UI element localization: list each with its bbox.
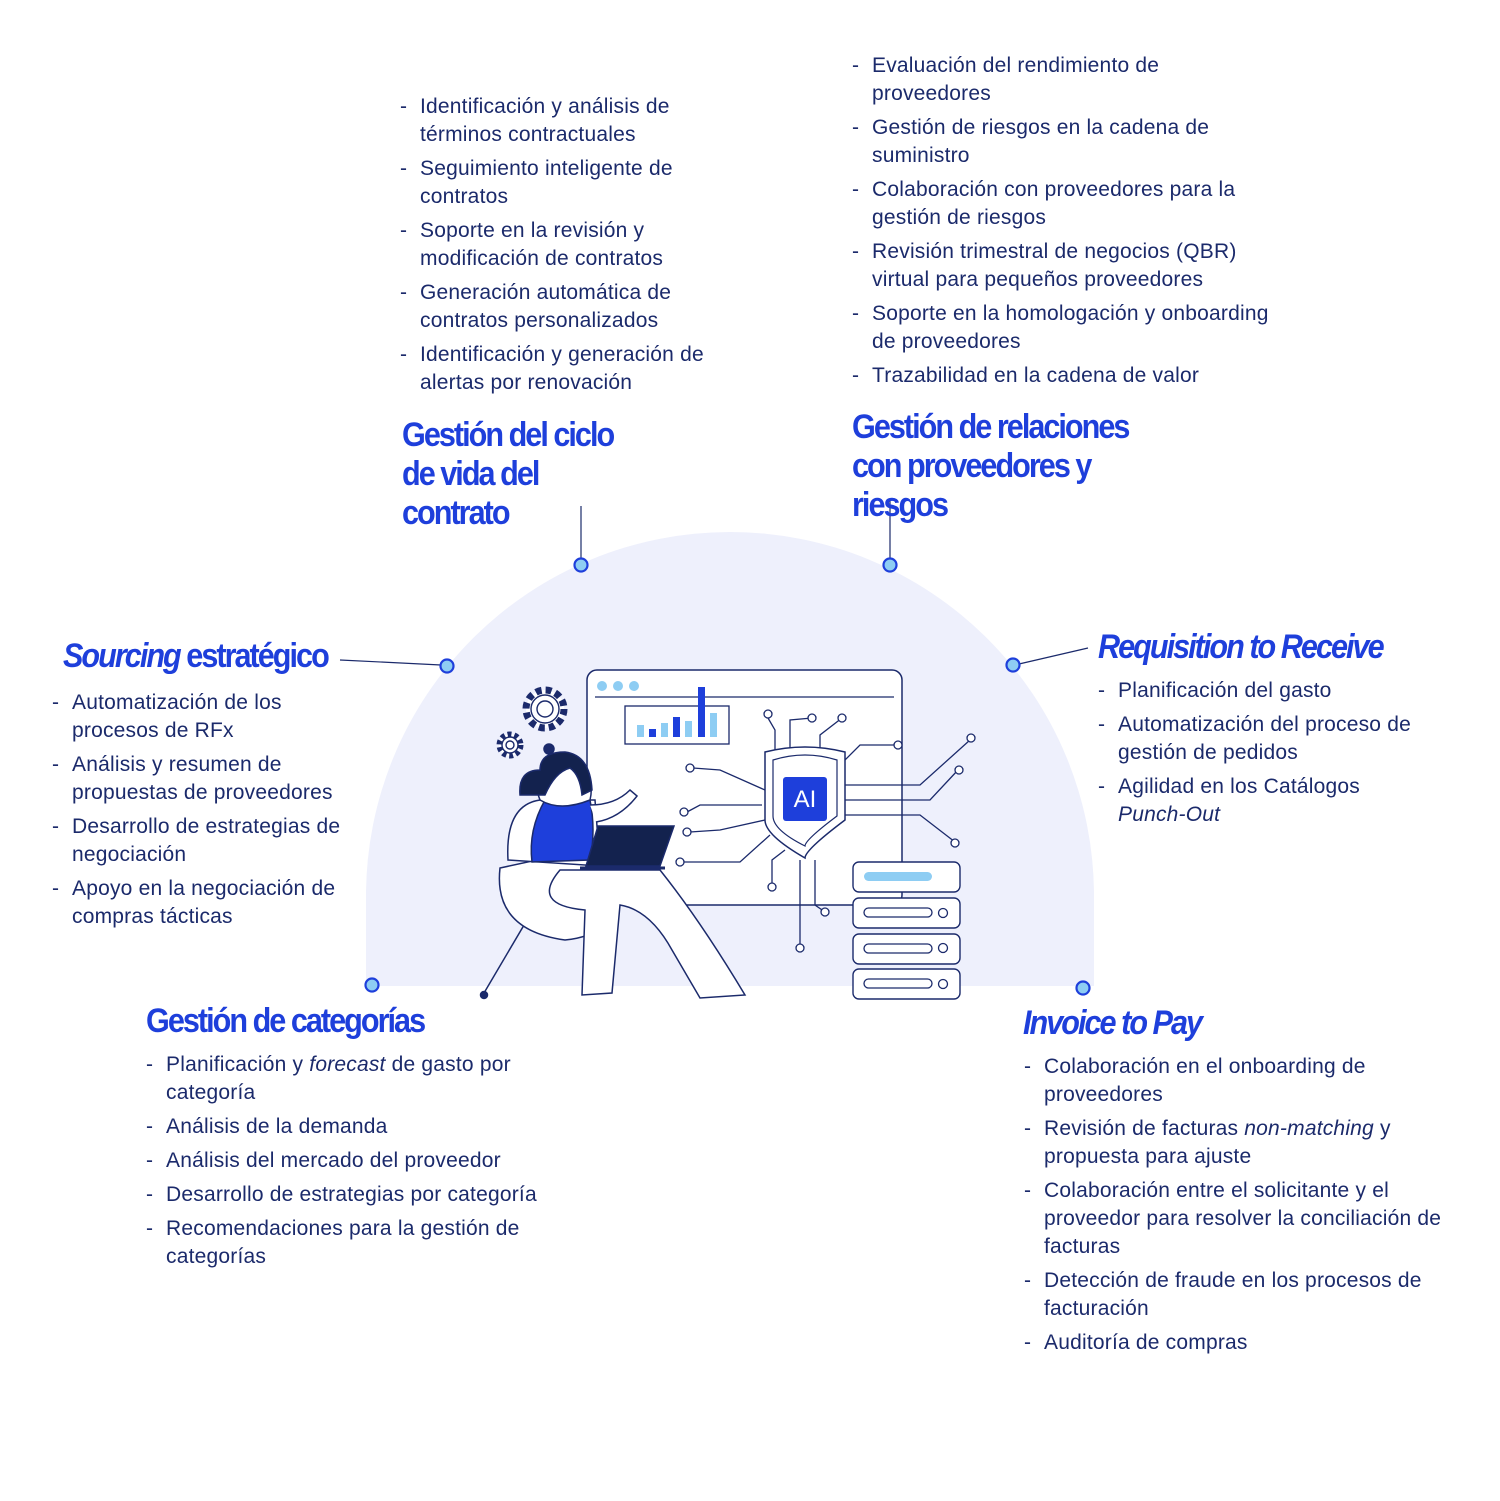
connector-r2r	[1018, 647, 1089, 665]
section-title: Sourcing estratégico	[63, 637, 330, 675]
list-item: Seguimiento inteligente de contratos	[400, 155, 740, 211]
list-item: Colaboración en el onboarding de proveed…	[1024, 1053, 1444, 1109]
section-title: Requisition to Receive	[1098, 628, 1385, 666]
list-item: Automatización del proceso de gestión de…	[1098, 711, 1428, 767]
list-item: Generación automática de contratos perso…	[400, 279, 740, 335]
r2r-list: Planificación del gasto Automatización d…	[1098, 677, 1428, 829]
section-title: Invoice to Pay	[1023, 1004, 1203, 1042]
server-stack-icon	[852, 861, 961, 1000]
list-item: Colaboración con proveedores para la ges…	[852, 176, 1272, 232]
section-title: Gestión de relaciones con proveedores y …	[852, 408, 1130, 524]
list-item: Trazabilidad en la cadena de valor	[852, 362, 1272, 390]
list-item: Apoyo en la negociación de compras tácti…	[52, 875, 342, 931]
list-item: Desarrollo de estrategias por categoría	[146, 1181, 546, 1209]
clm-list: Identificación y análisis de términos co…	[400, 93, 740, 397]
list-item: Colaboración entre el solicitante y el p…	[1024, 1177, 1444, 1261]
list-item: Agilidad en los Catálogos Punch-Out	[1098, 773, 1428, 829]
sourcing-list-block: Automatización de los procesos de RFx An…	[52, 689, 342, 937]
section-r2r: Requisition to Receive	[1098, 628, 1428, 667]
list-item: Automatización de los procesos de RFx	[52, 689, 342, 745]
categories-list-block: Planificación y forecast de gasto por ca…	[146, 1051, 546, 1277]
node-dot-i2p	[1075, 980, 1091, 996]
section-srm: Evaluación del rendimiento de proveedore…	[852, 52, 1272, 396]
srm-title-block: Gestión de relaciones con proveedores y …	[852, 408, 1252, 525]
list-item: Análisis del mercado del proveedor	[146, 1147, 546, 1175]
section-clm: Identificación y análisis de términos co…	[400, 93, 740, 403]
section-i2p: Invoice to Pay	[1023, 1004, 1353, 1043]
clm-title-block: Gestión del ciclo de vida del contrato	[402, 416, 732, 533]
section-title: Gestión del ciclo de vida del contrato	[402, 416, 615, 532]
list-item: Auditoría de compras	[1024, 1329, 1444, 1357]
connector-sourcing	[339, 659, 442, 666]
connectors	[339, 498, 1089, 666]
section-title: Gestión de categorías	[146, 1002, 426, 1040]
section-categories: Gestión de categorías	[146, 1002, 506, 1041]
i2p-list: Colaboración en el onboarding de proveed…	[1024, 1053, 1444, 1357]
list-item: Planificación del gasto	[1098, 677, 1428, 705]
r2r-list-block: Planificación del gasto Automatización d…	[1098, 677, 1428, 835]
ai-shield-icon: AI	[764, 746, 846, 860]
list-item: Soporte en la revisión y modificación de…	[400, 217, 740, 273]
section-sourcing: Sourcing estratégico	[63, 637, 363, 676]
list-item: Planificación y forecast de gasto por ca…	[146, 1051, 546, 1107]
list-item: Análisis y resumen de propuestas de prov…	[52, 751, 342, 807]
ai-chip-icon: AI	[794, 786, 817, 813]
list-item: Gestión de riesgos en la cadena de sumin…	[852, 114, 1272, 170]
list-item: Evaluación del rendimiento de proveedore…	[852, 52, 1272, 108]
node-dot-categories	[364, 977, 380, 993]
list-item: Identificación y generación de alertas p…	[400, 341, 740, 397]
list-item: Soporte en la homologación y onboarding …	[852, 300, 1272, 356]
srm-list: Evaluación del rendimiento de proveedore…	[852, 52, 1272, 390]
list-item: Desarrollo de estrategias de negociación	[52, 813, 342, 869]
categories-list: Planificación y forecast de gasto por ca…	[146, 1051, 546, 1271]
node-dot-sourcing	[439, 658, 455, 674]
node-dot-clm	[573, 557, 589, 573]
list-item: Revisión trimestral de negocios (QBR) vi…	[852, 238, 1272, 294]
circuit-traces-icon	[683, 717, 971, 945]
gear-icon	[496, 686, 568, 759]
list-item: Identificación y análisis de términos co…	[400, 93, 740, 149]
i2p-list-block: Colaboración en el onboarding de proveed…	[1024, 1053, 1444, 1363]
sourcing-list: Automatización de los procesos de RFx An…	[52, 689, 342, 931]
list-item: Recomendaciones para la gestión de categ…	[146, 1215, 546, 1271]
list-item: Análisis de la demanda	[146, 1113, 546, 1141]
list-item: Detección de fraude en los procesos de f…	[1024, 1267, 1444, 1323]
person-icon	[479, 743, 747, 1000]
node-dot-srm	[882, 557, 898, 573]
node-dot-r2r	[1005, 657, 1021, 673]
list-item: Revisión de facturas non-matching y prop…	[1024, 1115, 1444, 1171]
